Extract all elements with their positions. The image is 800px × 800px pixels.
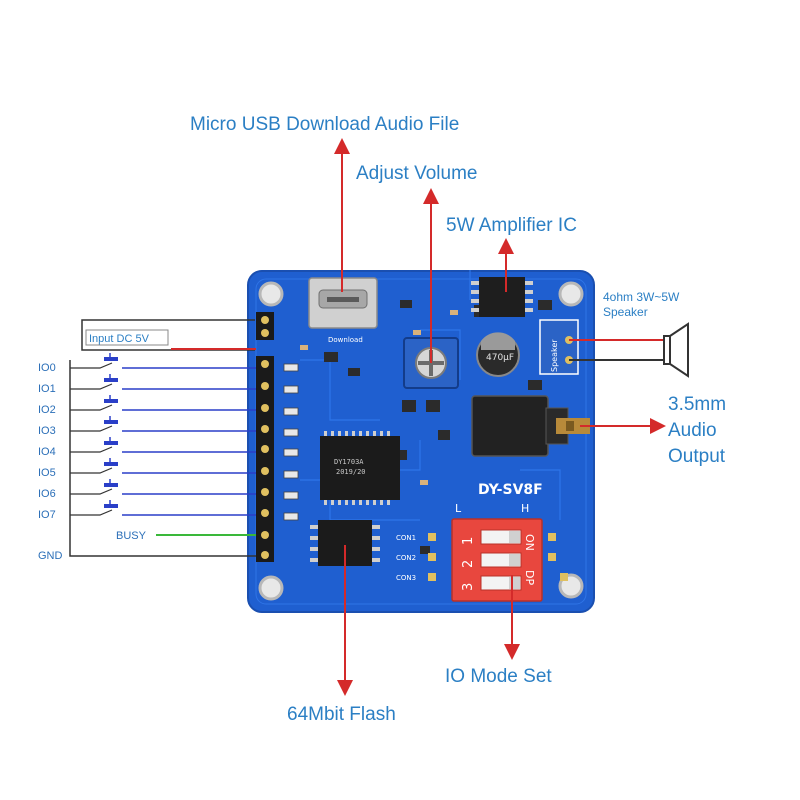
electrolytic-capacitor: 470µF <box>476 332 520 377</box>
io-line <box>70 374 256 390</box>
speaker-icon <box>663 322 689 378</box>
push-button-icon <box>104 378 118 382</box>
io-lines <box>70 353 256 516</box>
io-label: IO3 <box>38 425 56 437</box>
dip-number-1: 1 <box>461 537 476 545</box>
con2-label: CON2 <box>396 554 416 562</box>
push-button-icon <box>104 504 118 508</box>
dip-on-label: ON <box>523 534 536 551</box>
usb-callout: Micro USB Download Audio File <box>190 114 459 135</box>
callout-labels: Micro USB Download Audio File Adjust Vol… <box>190 114 726 725</box>
io-label: IO7 <box>38 509 56 521</box>
io-line <box>70 500 256 516</box>
amplifier-ic <box>471 277 533 317</box>
download-silk: Download <box>328 336 363 344</box>
push-button-icon <box>104 483 118 487</box>
dip-number-2: 2 <box>461 560 476 568</box>
pcb-board: Download <box>247 270 595 613</box>
io-label: IO2 <box>38 404 56 416</box>
busy-label: BUSY <box>116 530 147 542</box>
io-line <box>70 416 256 432</box>
main-decoder-chip: DY1703A 2019/20 <box>320 431 400 505</box>
io-label: IO0 <box>38 362 56 374</box>
push-button-icon <box>104 357 118 361</box>
push-button-icon <box>104 441 118 445</box>
amplifier-callout: 5W Amplifier IC <box>446 215 577 236</box>
io-line <box>70 458 256 474</box>
io-label: IO5 <box>38 467 56 479</box>
io-line <box>70 437 256 453</box>
chip-text-1: DY1703A <box>334 458 364 466</box>
io-mode-callout: IO Mode Set <box>445 666 552 687</box>
push-button-icon <box>104 420 118 424</box>
left-pin-header <box>256 312 274 562</box>
io-line <box>70 353 256 369</box>
micro-usb-connector <box>308 277 378 329</box>
flash-callout: 64Mbit Flash <box>287 704 396 725</box>
audio-jack-icon <box>471 395 590 457</box>
speaker-wires <box>569 322 689 378</box>
gnd-wire <box>69 360 256 557</box>
dip-dp-label: DP <box>523 570 536 585</box>
callout-arrows <box>334 138 666 696</box>
io-labels: IO0 IO1 IO2 IO3 IO4 IO5 IO6 IO7 GND <box>38 362 63 562</box>
wiring: Input DC 5V <box>38 319 256 562</box>
con1-label: CON1 <box>396 534 416 542</box>
speaker-callout-line2: Speaker <box>603 305 648 319</box>
speaker-silk: Speaker <box>550 339 559 372</box>
dip-l-label: L <box>455 502 462 515</box>
con-pads <box>428 533 568 581</box>
audio-callout-line1: 3.5mm <box>668 394 726 415</box>
io-label: IO4 <box>38 446 56 458</box>
dip-number-3: 3 <box>461 583 476 591</box>
input-dc-label: Input DC 5V <box>89 333 150 345</box>
volume-callout: Adjust Volume <box>356 163 477 184</box>
chip-text-2: 2019/20 <box>336 468 366 476</box>
push-button-icon <box>104 462 118 466</box>
audio-callout-line3: Output <box>668 446 726 467</box>
speaker-callout-line1: 4ohm 3W~5W <box>603 290 680 304</box>
dip-h-label: H <box>521 502 529 515</box>
io-label: IO1 <box>38 383 56 395</box>
io-line <box>70 479 256 495</box>
con3-label: CON3 <box>396 574 416 582</box>
gnd-label: GND <box>38 550 63 562</box>
io-line <box>70 395 256 411</box>
power-wires: Input DC 5V <box>81 319 256 351</box>
audio-callout-line2: Audio <box>668 420 717 441</box>
io-label: IO6 <box>38 488 56 500</box>
dip-switch-icon: 1 2 3 ON DP <box>451 518 543 602</box>
capacitor-text: 470µF <box>486 353 514 363</box>
push-button-icon <box>104 399 118 403</box>
model-label: DY-SV8F <box>478 482 543 498</box>
speaker-connector: Speaker <box>539 319 579 375</box>
